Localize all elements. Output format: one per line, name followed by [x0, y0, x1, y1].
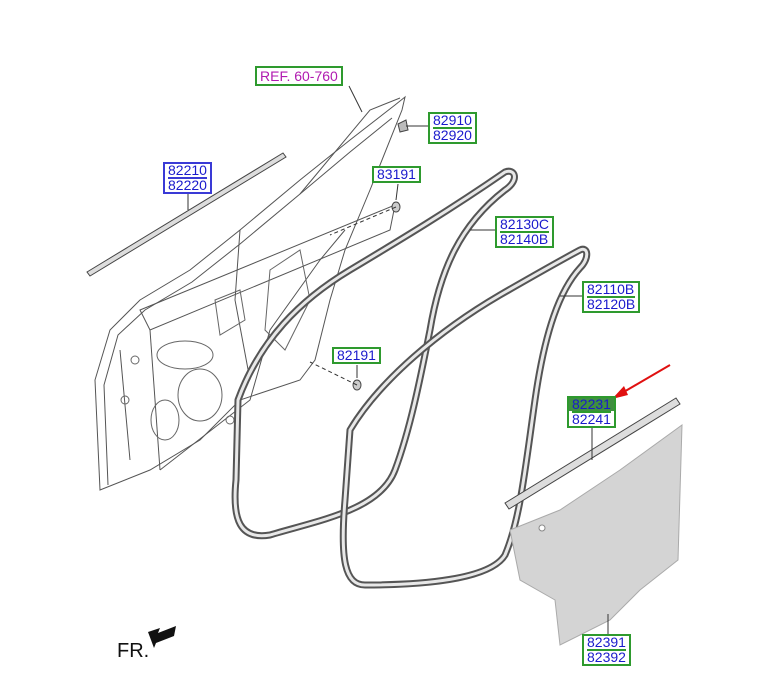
door-inner-openings [120, 249, 311, 441]
part-number: 82120B [587, 296, 636, 312]
belt-molding-outer [86, 152, 287, 277]
part-label-83191: 83191 [372, 166, 421, 183]
part-number: 82391 [587, 634, 626, 650]
clip-part [397, 119, 409, 133]
part-number: 82220 [168, 177, 207, 193]
part-number: 82140B [500, 231, 550, 247]
front-direction-label: FR. [117, 640, 150, 662]
part-label-82910: 82910 82920 [428, 112, 477, 144]
part-number: 82110B [587, 281, 635, 297]
part-label-82110b: 82110B 82120B [582, 281, 641, 313]
part-number: 82392 [587, 649, 626, 665]
part-label-82130c: 82130C 82140B [495, 216, 555, 248]
part-number: 82210 [168, 162, 207, 178]
part-number: 82910 [433, 112, 472, 128]
part-label-82391: 82391 82392 [582, 634, 631, 666]
part-label-82191: 82191 [332, 347, 381, 364]
reference-label: REF. 60-760 [255, 66, 343, 86]
part-number: 82191 [337, 347, 376, 363]
pointer-arrow-head [612, 386, 628, 399]
door-panel [94, 95, 406, 491]
part-number: 82920 [433, 127, 472, 143]
part-label-82210: 82210 82220 [163, 162, 212, 194]
waterproof-film [509, 423, 683, 646]
part-number: 83191 [377, 166, 416, 182]
front-direction-arrow [148, 626, 176, 648]
part-label-82231: 82231 82241 [567, 396, 616, 428]
part-number: 82130C [500, 216, 550, 232]
part-number: 82241 [572, 411, 611, 427]
part-number-highlighted: 82231 [569, 397, 614, 411]
pointer-arrow-shaft [621, 364, 671, 394]
leader-lines [187, 85, 609, 634]
reference-label-text: REF. 60-760 [260, 68, 338, 84]
